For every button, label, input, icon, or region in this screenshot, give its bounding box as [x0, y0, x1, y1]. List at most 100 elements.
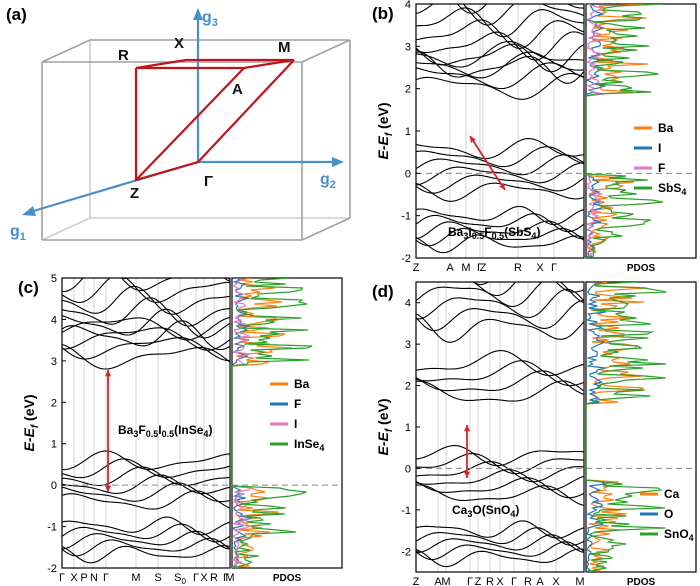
pdos-curve	[586, 4, 606, 258]
pdos-curves	[232, 278, 313, 568]
pdos-curve	[586, 4, 664, 258]
band-line	[416, 7, 584, 38]
band-line	[416, 300, 584, 332]
material-label: Ca3O(SnO4)	[452, 503, 519, 519]
band-line	[62, 327, 230, 351]
y-tick-label: 4	[51, 314, 57, 326]
bz-point-M: M	[278, 39, 291, 56]
band-gap-arrowhead	[499, 183, 505, 190]
band-gap-arrowhead	[104, 370, 112, 377]
k-point-label: Z	[475, 576, 482, 586]
band-line	[416, 360, 584, 387]
band-line	[416, 534, 584, 554]
k-point-label: X	[552, 576, 560, 586]
k-point-label: Γ	[467, 576, 473, 586]
bz-point-Z: Z	[130, 185, 139, 202]
pdos-curves	[586, 4, 664, 258]
band-line	[62, 450, 230, 471]
y-tick-label: -1	[47, 522, 57, 534]
y-tick-label: 2	[405, 84, 411, 96]
y-tick-label: 0	[405, 463, 411, 475]
k-point-label: Γ	[193, 572, 199, 584]
band-line	[62, 537, 230, 557]
band-line	[62, 285, 230, 315]
k-point-label: M	[575, 576, 584, 586]
band-gap-arrow	[469, 135, 506, 191]
g2-label: g2	[320, 171, 336, 191]
k-point-label: A	[434, 576, 442, 586]
band-line	[416, 0, 584, 1]
pdos-curve	[586, 282, 667, 572]
band-line	[62, 490, 230, 510]
band-line	[62, 530, 230, 550]
pdos-curves	[586, 282, 667, 572]
band-frame	[415, 3, 585, 259]
legend-label: Ca	[664, 487, 680, 501]
band-line	[416, 520, 584, 539]
material-label: Ba3F0.5I0.5(InSe4)	[118, 423, 212, 439]
k-point-label: R	[486, 576, 494, 586]
y-tick-label: 0	[51, 480, 57, 492]
y-axis-label: E-Ef (eV)	[375, 102, 395, 159]
legend-label: O	[664, 507, 673, 521]
g3-arrowhead	[193, 8, 203, 20]
k-point-label: R	[514, 262, 522, 274]
g2-arrowhead	[332, 157, 344, 167]
k-point-label: X	[536, 262, 544, 274]
y-tick-label: 5	[51, 273, 57, 285]
k-point-label: M	[441, 576, 450, 586]
band-line	[416, 227, 584, 247]
y-tick-label: -2	[401, 253, 411, 265]
k-point-label: X	[200, 572, 208, 584]
pdos-axis-label: PDOS	[627, 263, 656, 274]
band-line	[416, 234, 584, 254]
y-tick-label: -2	[401, 546, 411, 558]
pdos-axis-label: PDOS	[627, 577, 656, 586]
panel-label-c: (c)	[18, 278, 39, 297]
band-line	[471, 282, 490, 286]
band-lines	[62, 278, 230, 564]
band-line	[416, 146, 584, 168]
y-axis-label: E-Ef (eV)	[375, 398, 395, 455]
k-point-label: M	[461, 262, 470, 274]
k-point-label: S0	[174, 572, 186, 586]
band-line	[416, 350, 584, 377]
legend-label: I	[294, 417, 297, 431]
y-tick-label: 4	[405, 0, 411, 11]
band-line	[416, 205, 584, 226]
k-point-label: S	[154, 572, 161, 584]
band-line	[416, 461, 584, 483]
k-point-label: Z	[480, 262, 487, 274]
band-line	[416, 313, 584, 343]
pdos-curve	[586, 282, 648, 572]
band-line	[62, 474, 230, 495]
band-line	[416, 19, 584, 49]
y-tick-label: 3	[51, 356, 57, 368]
g3-label: g3	[202, 9, 218, 29]
legend-label: Ba	[294, 377, 310, 391]
k-point-label: Γ	[551, 262, 557, 274]
band-line	[416, 72, 584, 100]
panel-a: (a) R X	[6, 5, 351, 243]
k-point-label: M	[225, 572, 234, 584]
band-line	[62, 458, 230, 479]
k-point-label: Γ	[477, 262, 483, 274]
y-tick-label: 3	[405, 339, 411, 351]
y-tick-label: 1	[405, 126, 411, 138]
band-line	[62, 337, 230, 361]
k-point-label: R	[524, 576, 532, 586]
y-tick-label: -2	[47, 563, 57, 575]
pdos-curve	[586, 4, 607, 258]
panel-label-b: (b)	[372, 4, 394, 23]
band-lines	[416, 0, 584, 254]
legend-label: InSe4	[294, 437, 324, 453]
pdos-curve	[586, 4, 649, 258]
k-point-label: Γ	[511, 576, 517, 586]
band-line	[416, 213, 584, 233]
legend-label: F	[658, 161, 665, 175]
y-tick-label: 1	[51, 439, 57, 451]
k-point-label: M	[131, 572, 140, 584]
material-label: Ba3I0.5F0.5(SbS4)	[448, 225, 540, 241]
